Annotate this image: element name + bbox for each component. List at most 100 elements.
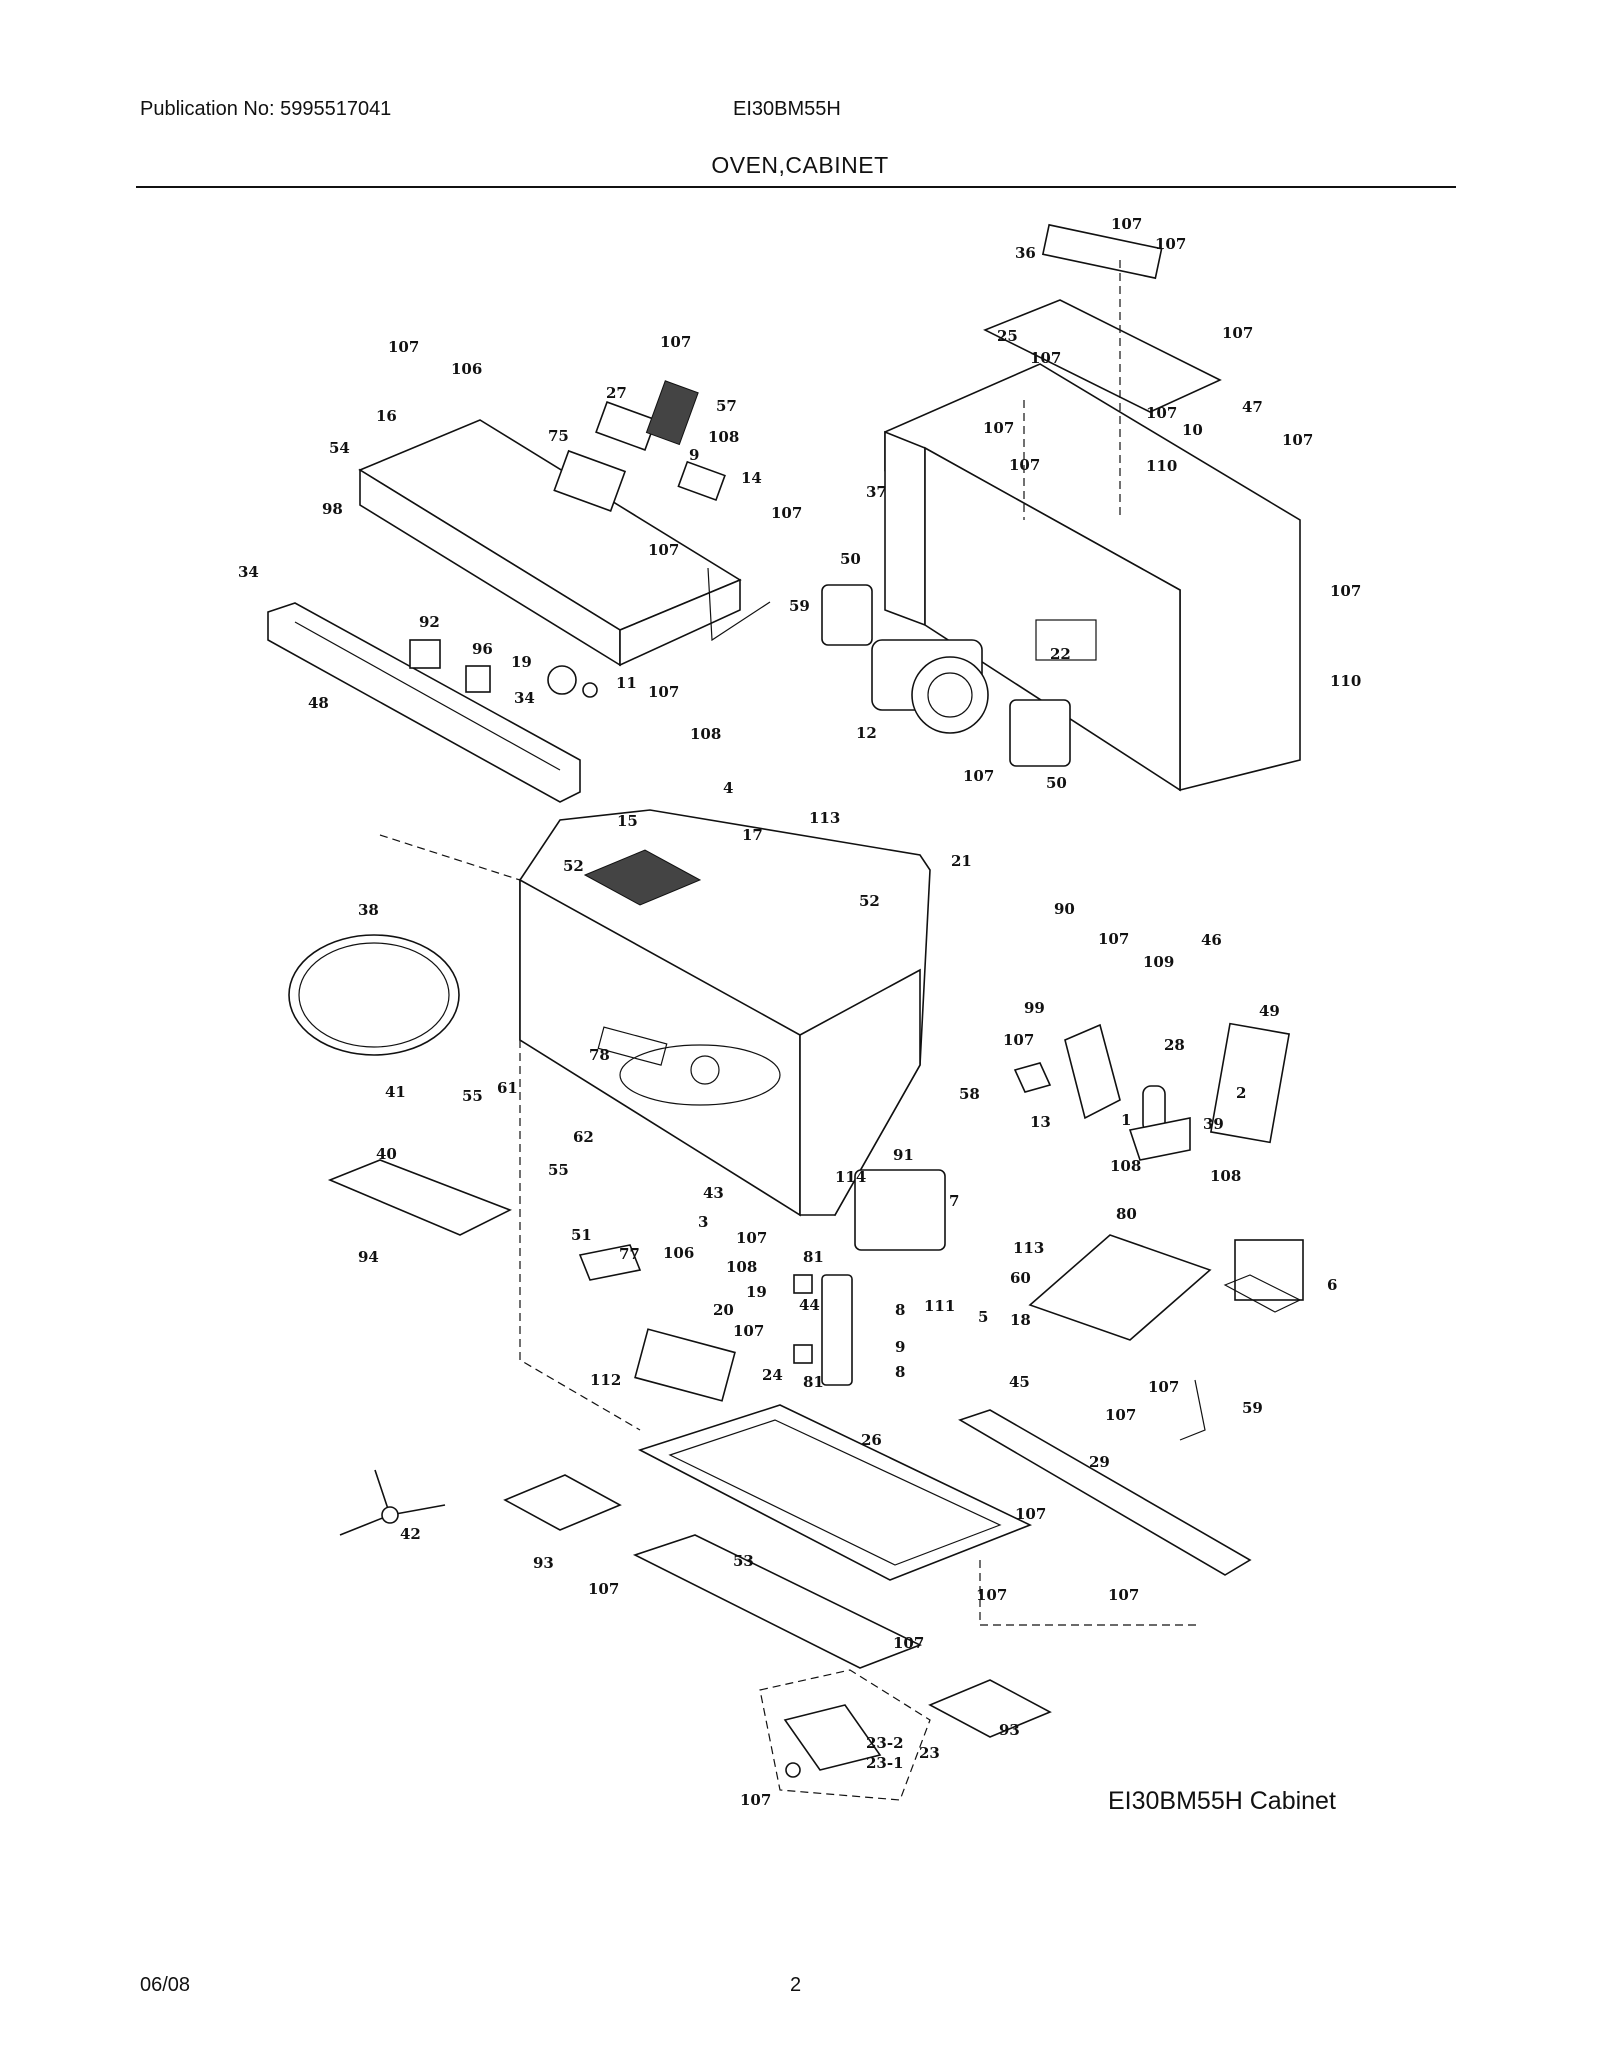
part-callout: 108 <box>726 1258 757 1276</box>
model-number: EI30BM55H <box>733 98 841 120</box>
part-callout: 18 <box>1010 1311 1031 1329</box>
part-callout: 107 <box>733 1322 764 1340</box>
part-callout: 7 <box>949 1192 959 1210</box>
part-callout: 39 <box>1203 1115 1224 1133</box>
fan-and-electrical <box>854 1022 1304 1441</box>
part-callout: 2 <box>1236 1084 1246 1102</box>
part-callout: 26 <box>861 1431 882 1449</box>
base-pan <box>632 1404 1252 1669</box>
part-callout: 29 <box>1089 1453 1110 1471</box>
part-callout: 107 <box>648 683 679 701</box>
part-callout: 23-2 <box>866 1734 904 1752</box>
part-callout: 25 <box>997 327 1018 345</box>
part-callout: 19 <box>511 653 532 671</box>
part-callout: 23 <box>919 1744 940 1762</box>
part-callout: 34 <box>238 563 259 581</box>
part-callout: 107 <box>1098 930 1129 948</box>
part-callout: 99 <box>1024 999 1045 1017</box>
part-callout: 27 <box>606 384 627 402</box>
part-callout: 107 <box>648 541 679 559</box>
part-callout: 107 <box>1009 456 1040 474</box>
vent-grille-right <box>928 1679 1052 1738</box>
part-callout: 3 <box>698 1213 708 1231</box>
part-callout: 108 <box>1110 1157 1141 1175</box>
part-callout: 81 <box>803 1248 824 1266</box>
part-callout: 94 <box>358 1248 379 1266</box>
part-callout: 110 <box>1146 457 1177 475</box>
door-seal-ring-inner <box>298 942 450 1048</box>
part-callout: 80 <box>1116 1205 1137 1223</box>
part-callout: 114 <box>835 1168 866 1186</box>
part-callout: 107 <box>736 1229 767 1247</box>
part-callout: 8 <box>895 1363 905 1381</box>
footer-date: 06/08 <box>140 1974 191 1996</box>
part-callout: 11 <box>616 674 637 692</box>
part-callout: 107 <box>771 504 802 522</box>
part-callout: 57 <box>716 397 737 415</box>
part-callout: 107 <box>1282 431 1313 449</box>
part-callout: 20 <box>713 1301 734 1319</box>
section-title: OVEN,CABINET <box>711 152 889 178</box>
part-callout: 10 <box>1182 421 1203 439</box>
part-callout: 107 <box>1155 235 1186 253</box>
part-callout: 107 <box>1030 349 1061 367</box>
part-callout: 107 <box>588 1580 619 1598</box>
part-callout: 41 <box>385 1083 406 1101</box>
part-callout: 40 <box>376 1145 397 1163</box>
part-callout: 51 <box>571 1226 592 1244</box>
part-callout: 107 <box>1222 324 1253 342</box>
part-callout: 107 <box>1003 1031 1034 1049</box>
part-callout: 107 <box>1148 1378 1179 1396</box>
part-callout: 4 <box>723 779 733 797</box>
part-callout: 111 <box>924 1297 955 1315</box>
part-callout: 77 <box>619 1245 640 1263</box>
oven-cavity <box>379 809 931 1431</box>
part-callout: 47 <box>1242 398 1263 416</box>
part-callout: 34 <box>514 689 535 707</box>
part-callout: 16 <box>376 407 397 425</box>
part-callout: 42 <box>400 1525 421 1543</box>
part-callout: 90 <box>1054 900 1075 918</box>
part-callout: 107 <box>660 333 691 351</box>
part-callout: 17 <box>742 826 763 844</box>
part-callout: 13 <box>1030 1113 1051 1131</box>
part-callout: 28 <box>1164 1036 1185 1054</box>
part-callout: 19 <box>746 1283 767 1301</box>
vent-grille-left <box>503 1474 622 1531</box>
part-callout: 22 <box>1050 645 1071 663</box>
part-callout: 107 <box>963 767 994 785</box>
control-panel-trim <box>267 602 598 803</box>
control-housing <box>358 380 771 667</box>
part-callout: 8 <box>895 1301 905 1319</box>
part-callout: 98 <box>322 500 343 518</box>
part-callout: 110 <box>1330 672 1361 690</box>
part-callout: 21 <box>951 852 972 870</box>
waveguide-cover <box>327 1159 512 1236</box>
part-callout: 49 <box>1259 1002 1280 1020</box>
part-callout: 23-1 <box>866 1754 904 1772</box>
part-callout: 36 <box>1015 244 1036 262</box>
part-callout: 50 <box>1046 774 1067 792</box>
outer-case <box>884 223 1301 792</box>
part-callout: 107 <box>1108 1586 1139 1604</box>
part-callout: 93 <box>533 1554 554 1572</box>
part-callout: 43 <box>703 1184 724 1202</box>
part-callout: 107 <box>976 1586 1007 1604</box>
part-callout: 107 <box>893 1634 924 1652</box>
part-callout: 107 <box>388 338 419 356</box>
part-callout: 55 <box>548 1161 569 1179</box>
roller-support <box>339 1469 446 1536</box>
part-callout: 113 <box>809 809 840 827</box>
part-callout: 52 <box>563 857 584 875</box>
bottom-cover-assembly <box>759 1669 931 1801</box>
part-callout: 61 <box>497 1079 518 1097</box>
page-number: 2 <box>790 1974 802 1996</box>
part-callout: 107 <box>1146 404 1177 422</box>
part-callout: 93 <box>999 1721 1020 1739</box>
part-callout: 81 <box>803 1373 824 1391</box>
part-callout: 109 <box>1143 953 1174 971</box>
part-callout: 5 <box>978 1308 988 1326</box>
diagram-caption: EI30BM55H Cabinet <box>1108 1787 1336 1815</box>
part-callout: 24 <box>762 1366 783 1384</box>
